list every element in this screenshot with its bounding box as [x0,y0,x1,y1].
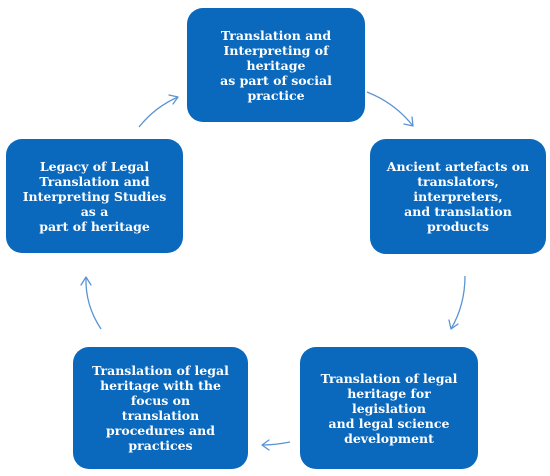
arrow-left-to-top [138,94,179,128]
node-label: Legacy of Legal Translation and Interpre… [22,158,167,234]
node-legacy-studies: Legacy of Legal Translation and Interpre… [6,139,183,253]
arrow-bottom-right-to-bottom-left [261,439,291,451]
node-label: Translation and Interpreting of heritage… [220,27,332,103]
arrow-top-to-right [366,91,414,127]
node-heritage-social-practice: Translation and Interpreting of heritage… [187,8,365,122]
node-ancient-artefacts: Ancient artefacts on translators, interp… [370,139,546,254]
node-label: Ancient artefacts on translators, interp… [386,159,530,234]
node-label: Translation of legal heritage with the f… [92,363,229,453]
node-label: Translation of legal heritage for legisl… [320,370,458,446]
node-translation-procedures: Translation of legal heritage with the f… [73,347,248,469]
node-legislation-development: Translation of legal heritage for legisl… [300,347,478,469]
arrow-bottom-left-to-left [80,276,102,330]
arrow-right-to-bottom-right [448,275,466,330]
